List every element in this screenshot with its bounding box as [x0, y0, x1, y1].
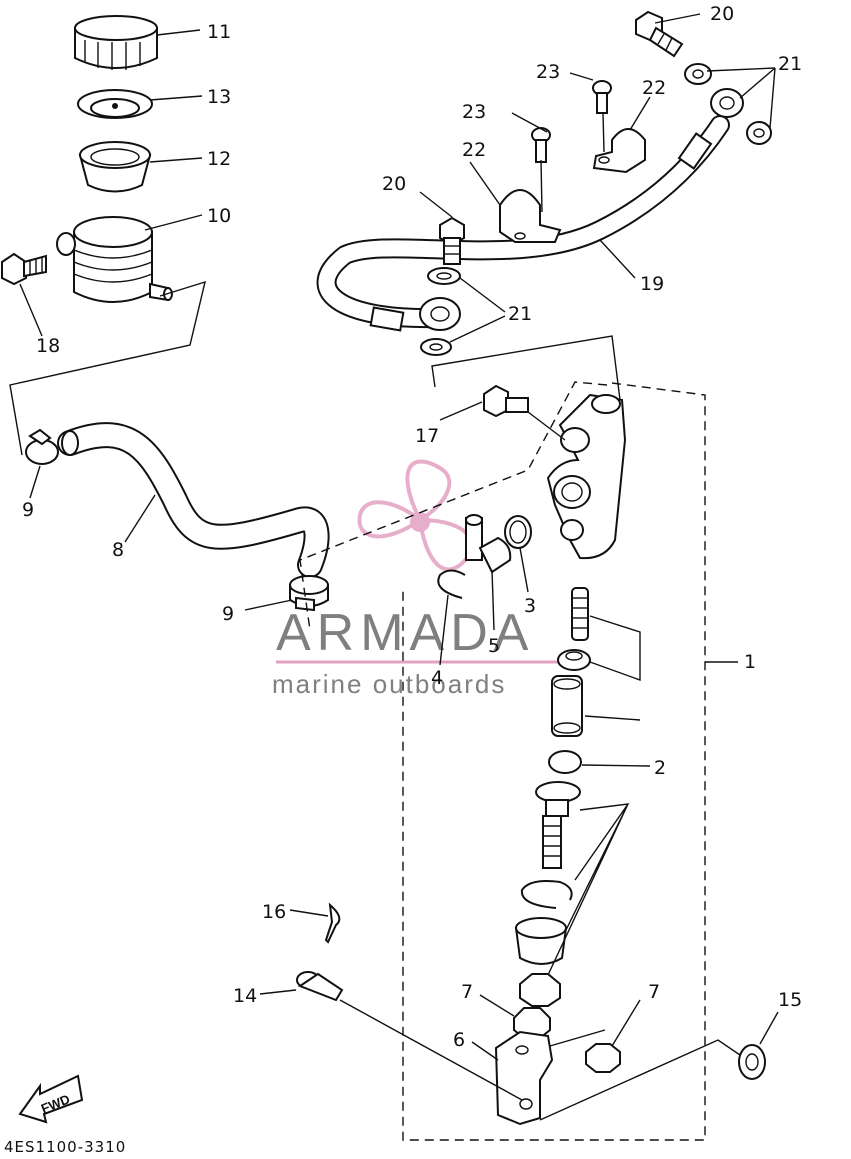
callout-1: 1: [744, 651, 756, 673]
gasket-upper-1: [684, 63, 712, 85]
callout-18: 18: [36, 335, 60, 357]
assembly-boundary-main: [402, 382, 706, 1141]
nut-lower: [585, 1043, 621, 1073]
assembly-boundary-upper: [299, 381, 608, 631]
boot: [514, 917, 568, 965]
callout-7-right: 7: [648, 981, 660, 1003]
cup: [557, 649, 591, 671]
callout-4: 4: [431, 667, 443, 689]
reservoir-cap: [74, 15, 158, 70]
diaphragm-plate: [77, 89, 153, 119]
callout-22-left: 22: [462, 139, 486, 161]
callout-10: 10: [207, 205, 231, 227]
watermark-propeller-logo: [357, 459, 474, 572]
callout-7-left: 7: [461, 981, 473, 1003]
banjo-fitting-lower: [419, 297, 461, 331]
hose-bracket-line: [431, 335, 621, 401]
clevis-pin: [296, 971, 344, 1002]
hose-clamp-upper: [25, 428, 59, 465]
callout-23-right: 23: [536, 61, 560, 83]
watermark-brand: ARMADA: [276, 604, 534, 662]
callout-17: 17: [415, 425, 439, 447]
piston: [551, 675, 583, 737]
master-cylinder-body: [546, 393, 627, 560]
callout-13: 13: [207, 86, 231, 108]
holder-screw-right: [592, 80, 612, 114]
callout-20-lower: 20: [382, 173, 406, 195]
callout-9-lower: 9: [222, 603, 234, 625]
forward-arrow-icon: FWD: [18, 1074, 84, 1124]
gasket-lower-2: [420, 338, 452, 356]
banjo-fitting-upper: [710, 88, 744, 118]
callout-22-right: 22: [642, 77, 666, 99]
watermark-tagline: marine outboards: [272, 669, 506, 699]
callout-6: 6: [453, 1029, 465, 1051]
cotter-pin: [324, 902, 341, 944]
piston-cup: [548, 750, 582, 774]
leader-lines: [19, 13, 779, 1121]
callout-23-left: 23: [462, 101, 486, 123]
reservoir-bolt: [0, 252, 47, 286]
callout-8: 8: [112, 539, 124, 561]
callout-20-upper: 20: [710, 3, 734, 25]
callout-16: 16: [262, 901, 286, 923]
push-rod: [535, 781, 581, 869]
union-bolt-lower: [439, 216, 465, 265]
washer: [738, 1044, 766, 1080]
gasket-lower-1: [427, 267, 461, 285]
callout-19: 19: [640, 273, 664, 295]
gasket-upper-2: [746, 121, 772, 145]
reservoir-hose: [57, 422, 330, 578]
hose-holder-right: [592, 128, 646, 174]
callout-12: 12: [207, 148, 231, 170]
callout-21-lower: 21: [508, 303, 532, 325]
diaphragm: [78, 141, 152, 193]
master-cylinder-bolt: [483, 384, 529, 418]
holder-screw-left: [531, 127, 551, 163]
reservoir-tank: [56, 216, 173, 303]
hose-holder-left: [499, 189, 562, 243]
spring: [571, 587, 589, 641]
brake-hose: [316, 115, 730, 332]
hose-joint: [465, 514, 512, 574]
callout-2: 2: [654, 757, 666, 779]
circlip: [437, 569, 466, 599]
locknut: [519, 973, 561, 1007]
callout-9-upper: 9: [22, 499, 34, 521]
callout-21-upper: 21: [778, 53, 802, 75]
callout-3: 3: [524, 595, 536, 617]
callout-11: 11: [207, 21, 231, 43]
diagram-code: 4ES1100-3310: [4, 1138, 126, 1154]
callout-15: 15: [778, 989, 802, 1011]
o-ring: [504, 515, 532, 549]
clevis: [494, 1030, 554, 1126]
callout-5: 5: [488, 635, 500, 657]
snap-ring: [520, 880, 573, 909]
callout-14: 14: [233, 985, 257, 1007]
union-bolt-upper: [635, 10, 684, 58]
